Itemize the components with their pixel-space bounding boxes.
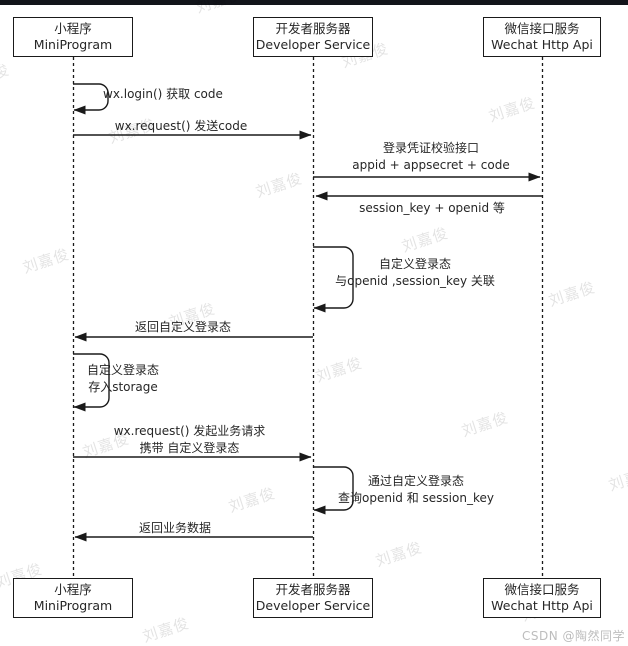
- participant-name-en: Developer Service: [255, 598, 371, 613]
- message-label-bind-state: 自定义登录态 与openid ,session_key 关联: [315, 256, 515, 290]
- message-text: appid + appsecret + code: [352, 158, 510, 172]
- csdn-credit: CSDN @陶然同学: [521, 629, 625, 643]
- message-text: 携带 自定义登录态: [139, 441, 240, 455]
- self-arrow-store-state: [73, 353, 110, 412]
- message-text: 自定义登录态: [86, 363, 159, 377]
- message-text: 通过自定义登录态: [367, 474, 464, 488]
- participant-name-cn: 小程序: [54, 582, 92, 597]
- participant-miniprogram-bottom: 小程序 MiniProgram: [13, 578, 133, 618]
- self-arrow-query-session: [313, 466, 354, 515]
- participant-name-cn: 微信接口服务: [504, 21, 580, 36]
- message-text: wx.request() 发送code: [114, 119, 248, 133]
- participant-wechat-api-top: 微信接口服务 Wechat Http Api: [483, 17, 601, 57]
- message-label-biz-request: wx.request() 发起业务请求 携带 自定义登录态: [82, 423, 297, 457]
- message-label-return-state: 返回自定义登录态: [83, 319, 283, 336]
- participant-name-cn: 小程序: [54, 21, 92, 36]
- participant-wechat-api-bottom: 微信接口服务 Wechat Http Api: [483, 578, 601, 618]
- message-text: 与openid ,session_key 关联: [335, 274, 495, 288]
- message-label-login: wx.login() 获取 code: [103, 86, 223, 103]
- message-label-store-state: 自定义登录态 存入storage: [82, 362, 164, 396]
- participant-name-cn: 开发者服务器: [275, 582, 351, 597]
- participant-developer-service-bottom: 开发者服务器 Developer Service: [253, 578, 373, 618]
- message-text: 查询openid 和 session_key: [338, 491, 494, 505]
- participant-name-cn: 开发者服务器: [275, 21, 351, 36]
- participant-name-en: MiniProgram: [33, 37, 113, 52]
- message-text: session_key + openid 等: [359, 201, 505, 215]
- participant-name-en: Wechat Http Api: [491, 37, 593, 52]
- message-text: 返回业务数据: [138, 521, 211, 535]
- message-label-verify-api: 登录凭证校验接口 appid + appsecret + code: [331, 140, 531, 174]
- self-arrow-login: [73, 83, 109, 115]
- message-text: 自定义登录态: [378, 257, 451, 271]
- participant-name-cn: 微信接口服务: [504, 582, 580, 597]
- message-label-session-return: session_key + openid 等: [332, 200, 532, 217]
- participant-name-en: Developer Service: [255, 37, 371, 52]
- message-label-send-code: wx.request() 发送code: [81, 118, 281, 135]
- participant-miniprogram-top: 小程序 MiniProgram: [13, 17, 133, 57]
- message-text: 返回自定义登录态: [134, 320, 231, 334]
- message-text: wx.request() 发起业务请求: [113, 424, 266, 438]
- participant-name-en: Wechat Http Api: [491, 598, 593, 613]
- message-label-return-data: 返回业务数据: [75, 520, 275, 537]
- message-text: 存入storage: [88, 380, 158, 394]
- self-arrow-bind-state: [313, 246, 354, 313]
- message-label-query-session: 通过自定义登录态 查询openid 和 session_key: [316, 473, 516, 507]
- participant-name-en: MiniProgram: [33, 598, 113, 613]
- top-border-bar: [0, 0, 628, 5]
- participant-developer-service-top: 开发者服务器 Developer Service: [253, 17, 373, 57]
- message-text: 登录凭证校验接口: [382, 141, 479, 155]
- message-text: wx.login() 获取 code: [103, 87, 223, 101]
